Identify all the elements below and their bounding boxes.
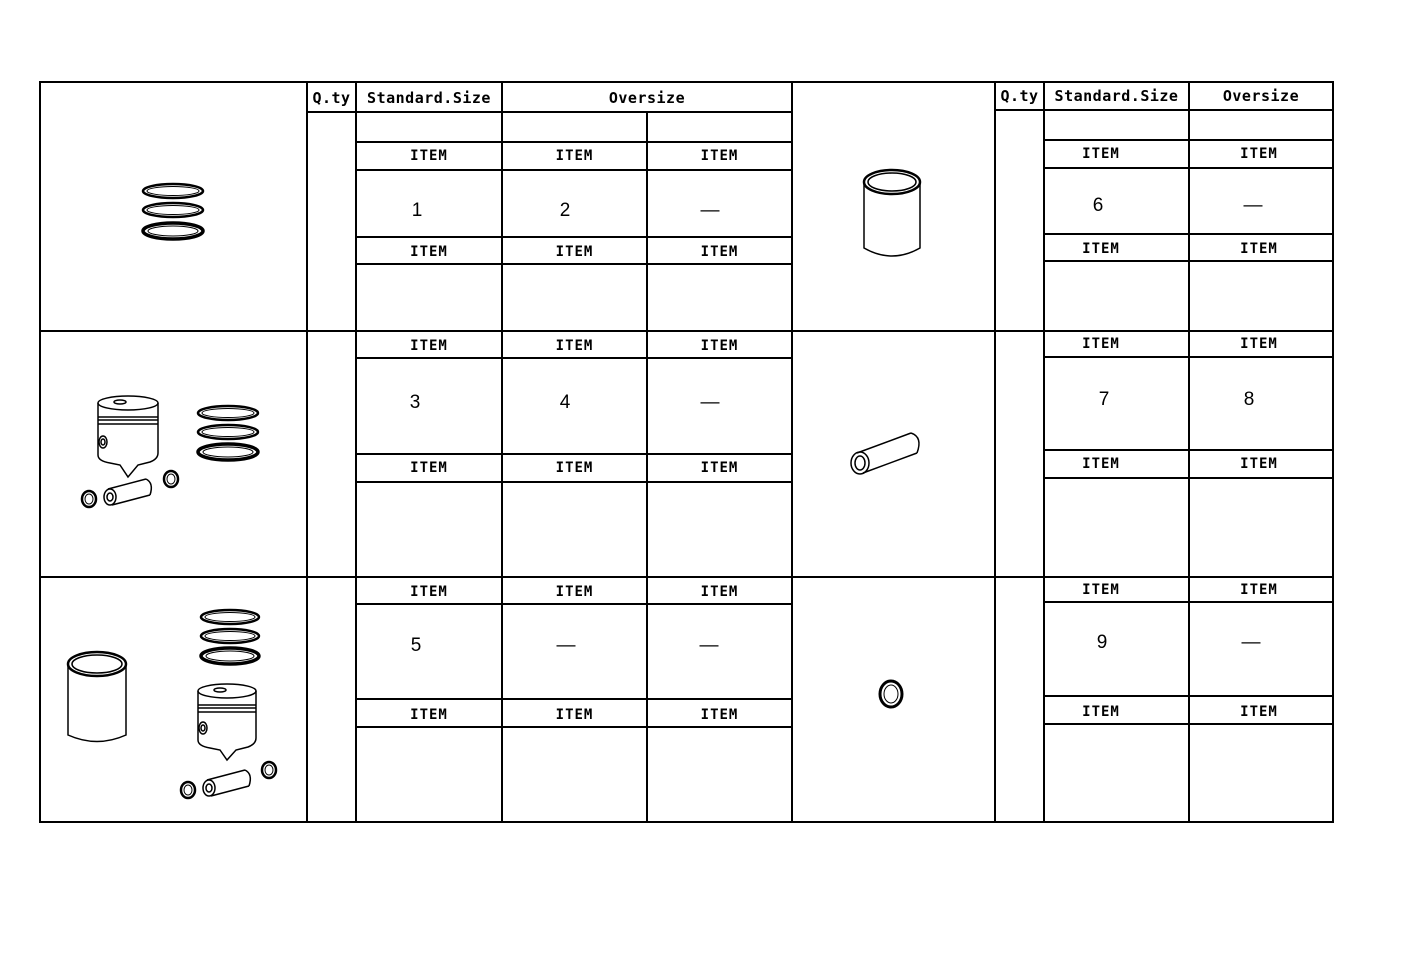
item-label: ITEM [410,338,448,354]
item-label: ITEM [410,707,448,723]
cylinder-sleeve-icon [862,168,922,257]
item-label: ITEM [555,460,594,476]
piston-rings-set-icon [141,182,205,241]
item-number: 8 [1243,389,1255,410]
item-number: 5 [410,635,422,656]
item-number: 6 [1092,195,1104,216]
item-label: ITEM [1240,456,1278,472]
item-number: 7 [1098,389,1110,410]
standard-size-header-right: Standard.Size [1054,87,1179,105]
item-label: ITEM [700,460,739,476]
item-label: ITEM [1240,336,1278,352]
item-number: — [700,200,720,221]
item-label: ITEM [700,148,739,164]
item-label: ITEM [1082,456,1120,472]
item-number: — [1243,195,1263,216]
item-label: ITEM [410,244,448,260]
item-label: ITEM [1082,146,1120,162]
item-number: 1 [411,200,423,221]
oversize-header-right: Oversize [1222,87,1300,105]
item-label: ITEM [555,338,594,354]
item-label: ITEM [1240,582,1278,598]
item-label: ITEM [555,244,594,260]
item-number: — [700,392,720,413]
item-label: ITEM [1082,241,1120,257]
qty-header-right: Q.ty [1000,87,1039,105]
item-label: ITEM [1082,582,1120,598]
item-label: ITEM [555,584,594,600]
qty-header-left: Q.ty [312,89,351,107]
item-label: ITEM [410,460,448,476]
item-label: ITEM [1082,704,1120,720]
standard-size-header-left: Standard.Size [367,89,491,107]
item-number: 3 [409,392,421,413]
item-label: ITEM [555,148,594,164]
item-label: ITEM [1240,704,1278,720]
item-label: ITEM [700,338,739,354]
item-number: — [699,635,719,656]
piston-kit-icon [80,395,260,509]
item-label: ITEM [700,707,739,723]
item-number: — [1241,632,1261,653]
item-number: 2 [559,200,571,221]
item-label: ITEM [410,148,448,164]
item-label: ITEM [1240,146,1278,162]
oversize-header-left: Oversize [608,89,686,107]
item-label: ITEM [700,244,739,260]
item-number: 4 [559,392,571,413]
circlip-icon [878,679,904,709]
item-number: — [556,635,576,656]
item-label: ITEM [700,584,739,600]
item-label: ITEM [1082,336,1120,352]
item-number: 9 [1096,632,1108,653]
piston-pin-icon [850,432,920,475]
item-label: ITEM [1240,241,1278,257]
cylinder-piston-kit-icon [66,608,278,800]
item-label: ITEM [555,707,594,723]
item-label: ITEM [410,584,448,600]
